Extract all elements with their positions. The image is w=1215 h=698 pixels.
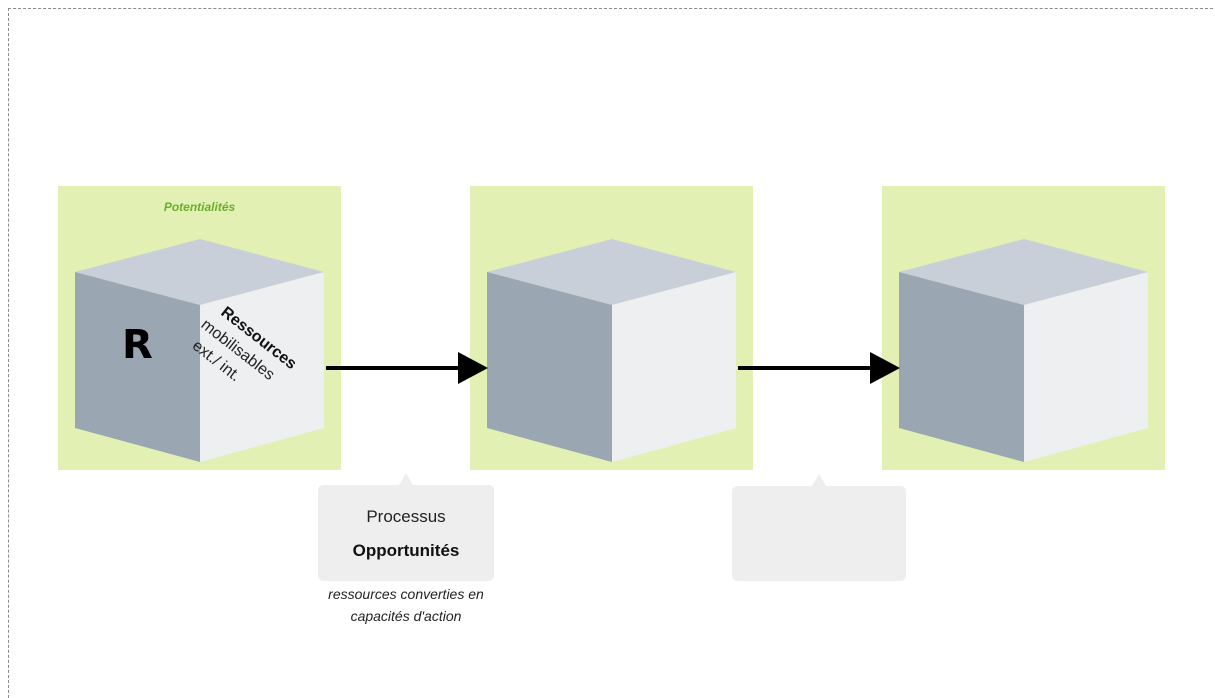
arrow-2 xyxy=(738,352,900,384)
potentialites-label: Potentialités xyxy=(163,200,236,214)
bubble-pointer xyxy=(399,473,413,485)
cube-2 xyxy=(487,239,736,462)
caption-line-1: ressources converties en xyxy=(328,586,484,602)
processus-bubble: Processus Opportunités xyxy=(318,473,494,581)
panel-2 xyxy=(470,186,753,470)
potentialites-panel: Potentialités R Ressources mobilisables … xyxy=(58,186,341,470)
arrow-1 xyxy=(326,352,488,384)
processus-label: Processus xyxy=(366,507,446,526)
diagram-frame xyxy=(8,8,1215,698)
cube-letter-r: R xyxy=(122,322,153,368)
cube-3 xyxy=(899,239,1148,462)
caption: ressources converties en capacités d'act… xyxy=(296,583,516,627)
empty-bubble xyxy=(732,474,906,581)
caption-line-2: capacités d'action xyxy=(350,608,462,624)
resources-cube: R Ressources mobilisables ext./ int. xyxy=(75,239,324,462)
panel-3 xyxy=(882,186,1165,470)
opportunites-label: Opportunités xyxy=(352,541,460,560)
bubble-pointer xyxy=(812,474,826,486)
